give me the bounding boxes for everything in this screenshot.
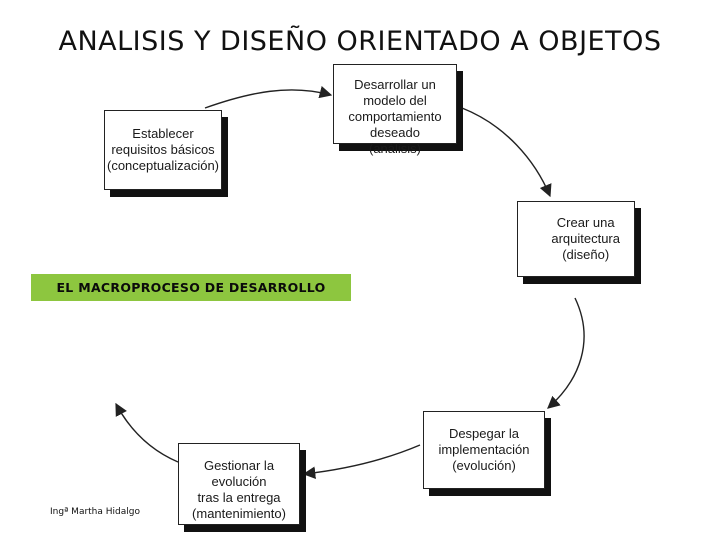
- node-evolution: Despegar la implementación (evolución): [423, 411, 545, 489]
- arrow-concept-to-analysis: [204, 85, 333, 109]
- node-evolution-text: Despegar la implementación (evolución): [438, 426, 530, 473]
- arrow-evolution-to-maintenance: [302, 444, 421, 480]
- macroprocess-label: EL MACROPROCESO DE DESARROLLO: [31, 274, 351, 301]
- node-conceptualization-text: Establecer requisitos básicos (conceptua…: [107, 126, 220, 173]
- node-conceptualization: Establecer requisitos básicos (conceptua…: [104, 110, 222, 190]
- arrow-analysis-to-design: [461, 107, 552, 198]
- node-analysis: Desarrollar un modelo del comportamiento…: [333, 64, 457, 156]
- node-maintenance-text: Gestionar la evolución tras la entrega (…: [192, 458, 286, 521]
- node-design-text: Crear una arquitectura (diseño): [551, 215, 620, 262]
- node-design: Crear una arquitectura (diseño): [517, 201, 635, 277]
- node-maintenance: Gestionar la evolución tras la entrega (…: [178, 443, 300, 525]
- arrow-maintenance-outward: [115, 402, 179, 463]
- arrow-design-to-evolution: [547, 297, 585, 409]
- slide-title: ANALISIS Y DISEÑO ORIENTADO A OBJETOS: [58, 26, 662, 57]
- node-analysis-text: Desarrollar un modelo del comportamiento…: [348, 77, 442, 156]
- author-credit: Ingª Martha Hidalgo: [50, 507, 140, 517]
